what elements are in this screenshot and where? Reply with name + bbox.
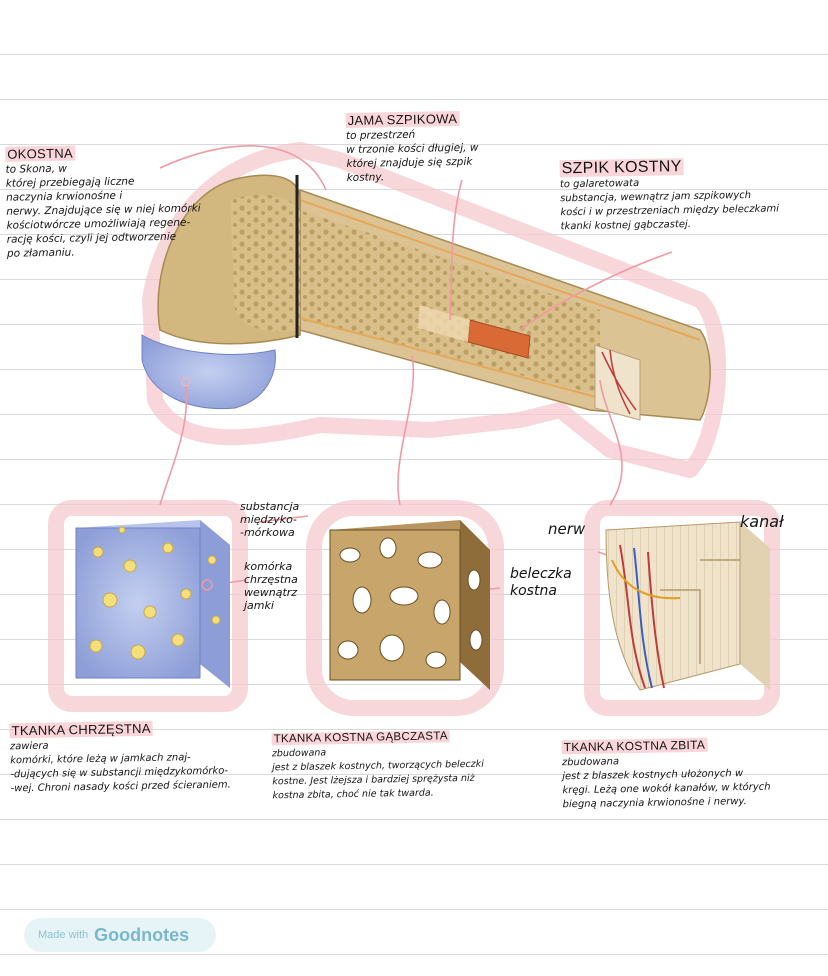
label-beleczka-kostna: beleczka kostna xyxy=(510,566,572,599)
badge-brand: Goodnotes xyxy=(94,924,190,945)
note-tkanka-gabczasta: TKANKA KOSTNA GĄBCZASTA zbudowana jest z… xyxy=(271,714,542,804)
note-okostna-term: OKOSTNA xyxy=(5,145,76,162)
note-okostna-text: to Skona, w której przebiegają liczne na… xyxy=(5,162,201,260)
note-szpik-term: SZPIK KOSTNY xyxy=(559,158,684,178)
note-chrzestna-term: TKANKA CHRZĘSTNA xyxy=(9,720,153,739)
badge-made-with: Made with xyxy=(38,929,89,941)
highlight-outlines xyxy=(48,142,780,716)
note-gabczasta-text: zbudowana jest z blaszek kostnych, tworz… xyxy=(271,747,484,802)
goodnotes-badge[interactable]: Made with Goodnotes xyxy=(24,918,216,952)
label-komorka-chrzestna: komórka chrzęstna wewnątrz jamki xyxy=(244,560,298,612)
note-szpik-text: to galaretowata substancja, wewnątrz jam… xyxy=(559,177,780,233)
note-jama-term: JAMA SZPIKOWA xyxy=(345,111,460,129)
note-chrzestna-text: zawiera komórki, które leżą w jamkach zn… xyxy=(9,740,231,795)
spongy-bone-cube xyxy=(329,520,490,690)
note-gabczasta-term: TKANKA KOSTNA GĄBCZASTA xyxy=(271,730,450,746)
note-okostna: OKOSTNA to Skona, w której przebiegają l… xyxy=(5,130,207,260)
note-tkanka-chrzestna: TKANKA CHRZĘSTNA zawiera komórki, które … xyxy=(9,706,276,797)
note-jama-szpikowa: JAMA SZPIKOWA to przestrzeń w trzonie ko… xyxy=(345,96,576,185)
cartilage-cube xyxy=(75,520,230,688)
label-nerw: nerw xyxy=(548,520,586,538)
note-zbita-term: TKANKA KOSTNA ZBITA xyxy=(561,737,708,755)
note-szpik-kostny: SZPIK KOSTNY to galaretowata substancja,… xyxy=(559,144,822,235)
label-kanal: kanał xyxy=(740,512,784,531)
leader-lines xyxy=(159,145,747,593)
note-tkanka-zbita: TKANKA KOSTNA ZBITA zbudowana jest z bla… xyxy=(561,722,824,813)
note-zbita-text: zbudowana jest z blaszek kostnych ułożon… xyxy=(561,756,771,811)
compact-bone-cube xyxy=(605,521,770,691)
label-substancja-miedzykomorkowa: substancja międzyko- -mórkowa xyxy=(240,500,300,539)
note-jama-text: to przestrzeń w trzonie kości długiej, w… xyxy=(345,128,479,185)
